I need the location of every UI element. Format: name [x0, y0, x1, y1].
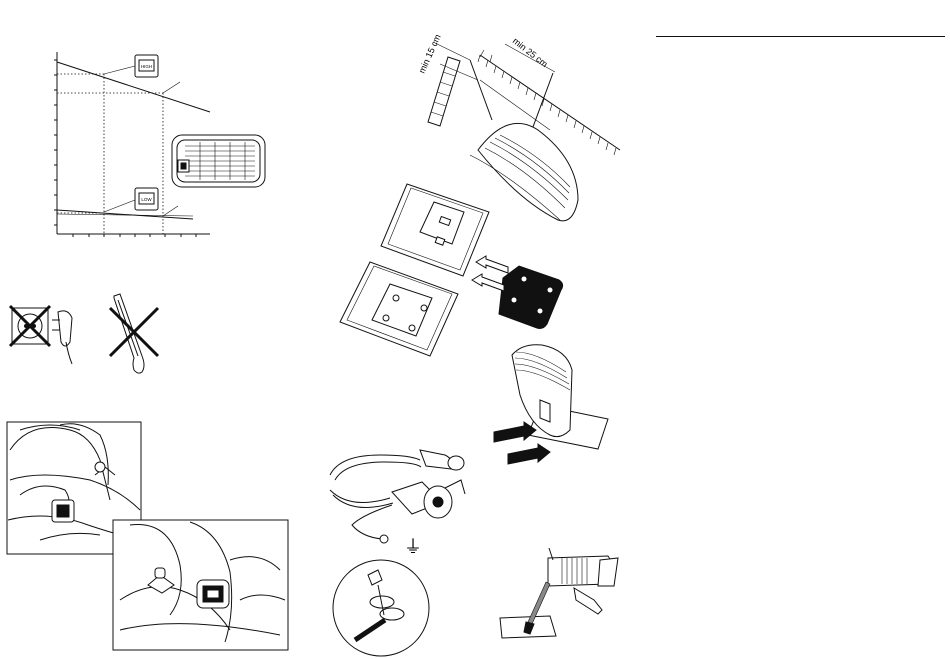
text-column-rule [656, 36, 945, 37]
